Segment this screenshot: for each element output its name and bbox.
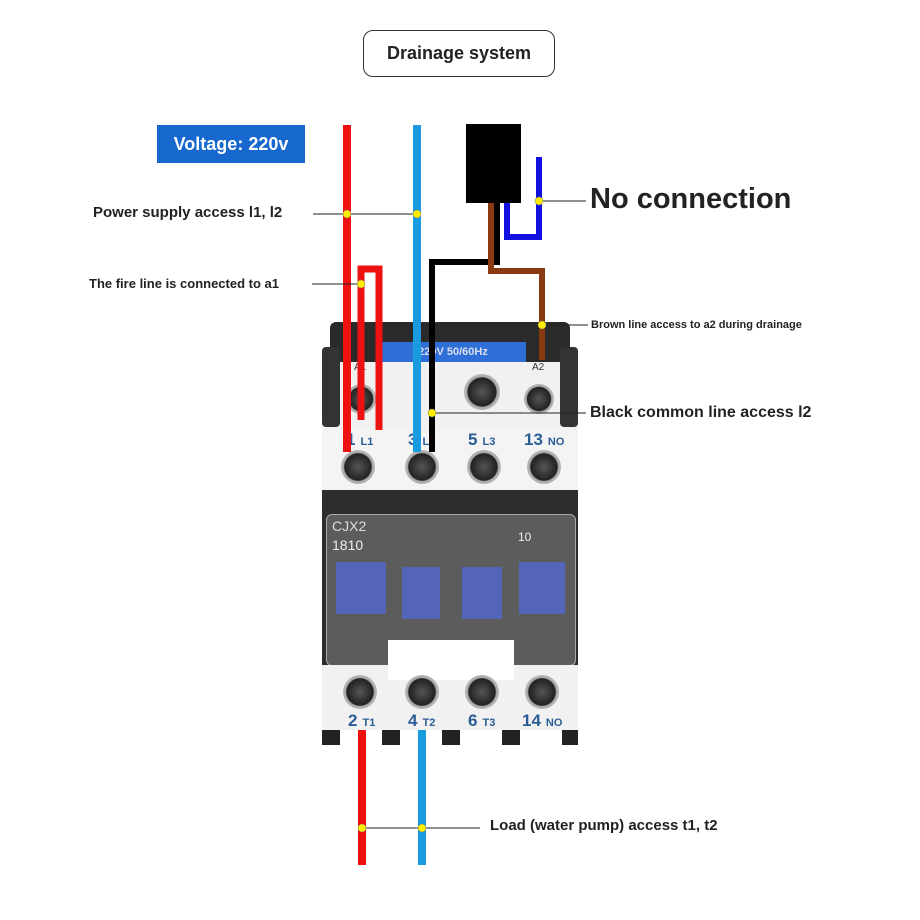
a2-screw — [524, 384, 554, 414]
feet — [322, 730, 578, 745]
screw-3 — [405, 450, 439, 484]
label-no-connection: No connection — [590, 183, 792, 215]
model-number: 1810 — [332, 537, 364, 553]
brown-wire-a2 — [488, 203, 545, 360]
left-clip — [322, 347, 340, 427]
label-fire-line: The fire line is connected to a1 — [89, 276, 279, 291]
coil-a2-label: A2 — [532, 362, 545, 373]
black-terminal-block — [466, 124, 521, 203]
black-wire-common — [429, 203, 500, 452]
label-power-supply: Power supply access l1, l2 — [93, 204, 283, 221]
leader-lines — [312, 200, 588, 829]
voltage-badge: Voltage: 220v — [157, 125, 305, 163]
label-brown-line: Brown line access to a2 during drainage — [591, 319, 802, 331]
screw-14 — [525, 675, 559, 709]
screw-4 — [405, 675, 439, 709]
label-black-line: Black common line access l2 — [590, 404, 812, 421]
screw-5 — [467, 450, 501, 484]
screw-2 — [343, 675, 377, 709]
label-load: Load (water pump) access t1, t2 — [490, 817, 718, 834]
screw-1 — [341, 450, 375, 484]
aux-label: 10 — [518, 530, 532, 544]
right-clip — [560, 347, 578, 427]
screw-6 — [465, 675, 499, 709]
model-label: CJX2 — [332, 518, 367, 534]
blue-block — [402, 567, 440, 619]
blue-block — [519, 562, 565, 614]
connection-dots — [342, 196, 547, 833]
title-box: Drainage system — [363, 30, 555, 77]
center-screw — [464, 374, 500, 410]
red-wire-a1-loop — [357, 265, 383, 430]
screw-13 — [527, 450, 561, 484]
cover-notch — [388, 640, 514, 680]
blue-block — [336, 562, 386, 614]
blue-block — [462, 567, 502, 619]
